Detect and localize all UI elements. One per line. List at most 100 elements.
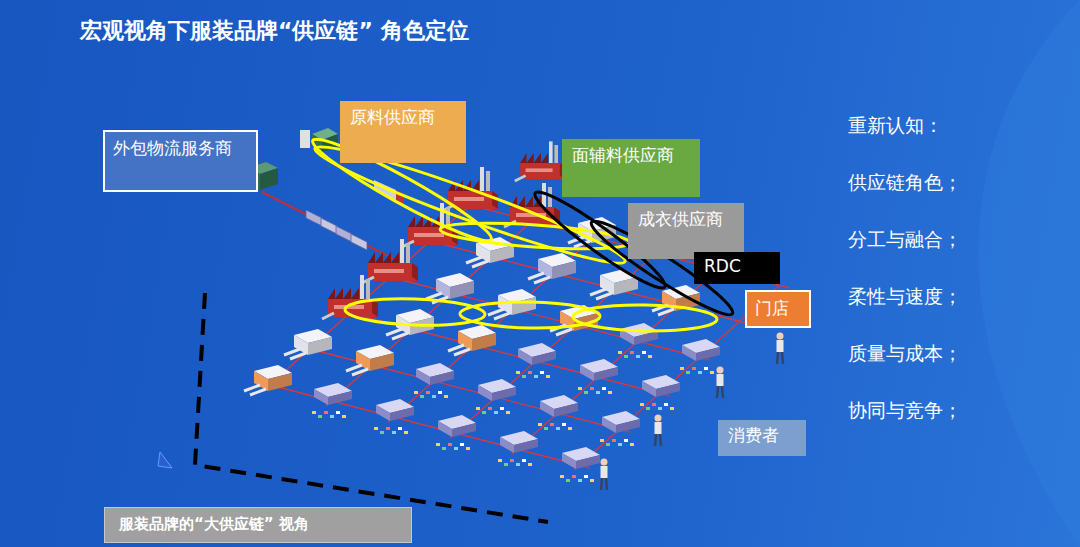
consumer-figure — [717, 367, 724, 399]
goods-dot — [584, 391, 588, 394]
goods-dot — [540, 371, 544, 374]
goods-dot — [522, 459, 526, 462]
role-box: 门店 — [745, 290, 811, 328]
goods-dot — [498, 459, 502, 462]
goods-dot — [336, 411, 340, 414]
goods-dot — [506, 411, 510, 414]
logistics-train — [262, 192, 400, 262]
goods-dot — [330, 415, 334, 418]
key-point: 质量与成本； — [848, 341, 962, 367]
warehouse-icon — [284, 329, 332, 359]
goods-dot — [392, 431, 396, 434]
goods-dot — [680, 367, 684, 370]
goods-dot — [596, 391, 600, 394]
key-point: 供应链角色； — [848, 170, 962, 196]
store-icon — [436, 415, 476, 450]
goods-dot — [404, 431, 408, 434]
goods-dot — [538, 423, 542, 426]
box-label: 原料供应商 — [350, 107, 456, 128]
link-ellipse — [345, 297, 486, 328]
goods-dot — [664, 403, 668, 406]
goods-dot — [312, 411, 316, 414]
goods-dot — [658, 407, 662, 410]
store-icon — [498, 431, 538, 466]
dashed-bracket — [195, 293, 548, 522]
goods-dot — [600, 439, 604, 442]
role-box: RDC — [694, 252, 780, 284]
goods-dot — [420, 395, 424, 398]
goods-dot — [398, 427, 402, 430]
goods-dot — [612, 439, 616, 442]
grid-line — [388, 237, 594, 422]
box-label: RDC — [704, 256, 770, 277]
store-icon — [516, 343, 556, 378]
page-title: 宏观视角下服装品牌“供应链” 角色定位 — [80, 16, 469, 46]
store-icon — [374, 399, 414, 434]
warehouse-icon — [448, 325, 496, 355]
factory-icon — [362, 239, 418, 283]
store-icon — [618, 323, 658, 358]
goods-dot — [482, 411, 486, 414]
goods-dot — [528, 463, 532, 466]
box-label: 服装品牌的“大供应链” 视角 — [119, 515, 397, 534]
box-label: 成衣供应商 — [638, 209, 734, 230]
key-point: 协同与竞争； — [848, 398, 962, 424]
store-icon — [640, 375, 680, 410]
role-box: 原料供应商 — [340, 101, 466, 163]
goods-dot — [686, 371, 690, 374]
role-box: 面辅料供应商 — [562, 139, 700, 197]
goods-dot — [500, 407, 504, 410]
box-label: 消费者 — [728, 425, 796, 446]
grid-line — [326, 221, 532, 406]
goods-dot — [488, 407, 492, 410]
goods-dot — [590, 387, 594, 390]
goods-dot — [460, 443, 464, 446]
key-point: 重新认知： — [848, 113, 943, 139]
store-icon — [578, 359, 618, 394]
store-icon — [600, 411, 640, 446]
goods-dot — [630, 443, 634, 446]
link-ellipse — [460, 301, 600, 329]
goods-dot — [630, 351, 634, 354]
factory-icon — [322, 275, 378, 319]
goods-dot — [324, 411, 328, 414]
goods-dot — [710, 371, 714, 374]
goods-dot — [550, 423, 554, 426]
goods-dot — [578, 387, 582, 390]
goods-dot — [504, 463, 508, 466]
background-curve — [978, 0, 1080, 547]
goods-dot — [590, 479, 594, 482]
goods-dot — [438, 391, 442, 394]
goods-dot — [560, 475, 564, 478]
goods-dot — [448, 443, 452, 446]
goods-dot — [432, 395, 436, 398]
goods-dot — [670, 407, 674, 410]
goods-dot — [692, 367, 696, 370]
goods-dot — [386, 427, 390, 430]
goods-dot — [414, 391, 418, 394]
goods-dot — [522, 375, 526, 378]
goods-dot — [516, 371, 520, 374]
goods-dot — [436, 443, 440, 446]
store-icon — [414, 363, 454, 398]
warehouse-icon — [244, 365, 292, 395]
goods-dot — [618, 443, 622, 446]
goods-dot — [646, 407, 650, 410]
store-icon — [538, 395, 578, 430]
key-point: 分工与融合； — [848, 227, 962, 253]
goods-dot — [516, 463, 520, 466]
goods-dot — [442, 447, 446, 450]
goods-dot — [578, 479, 582, 482]
role-box: 消费者 — [718, 420, 806, 456]
goods-dot — [494, 411, 498, 414]
goods-dot — [544, 427, 548, 430]
goods-dot — [566, 479, 570, 482]
goods-dot — [704, 367, 708, 370]
eye-marker — [158, 452, 172, 468]
goods-dot — [546, 375, 550, 378]
box-label: 面辅料供应商 — [572, 145, 690, 166]
goods-dot — [562, 423, 566, 426]
goods-dot — [534, 375, 538, 378]
goods-dot — [444, 395, 448, 398]
